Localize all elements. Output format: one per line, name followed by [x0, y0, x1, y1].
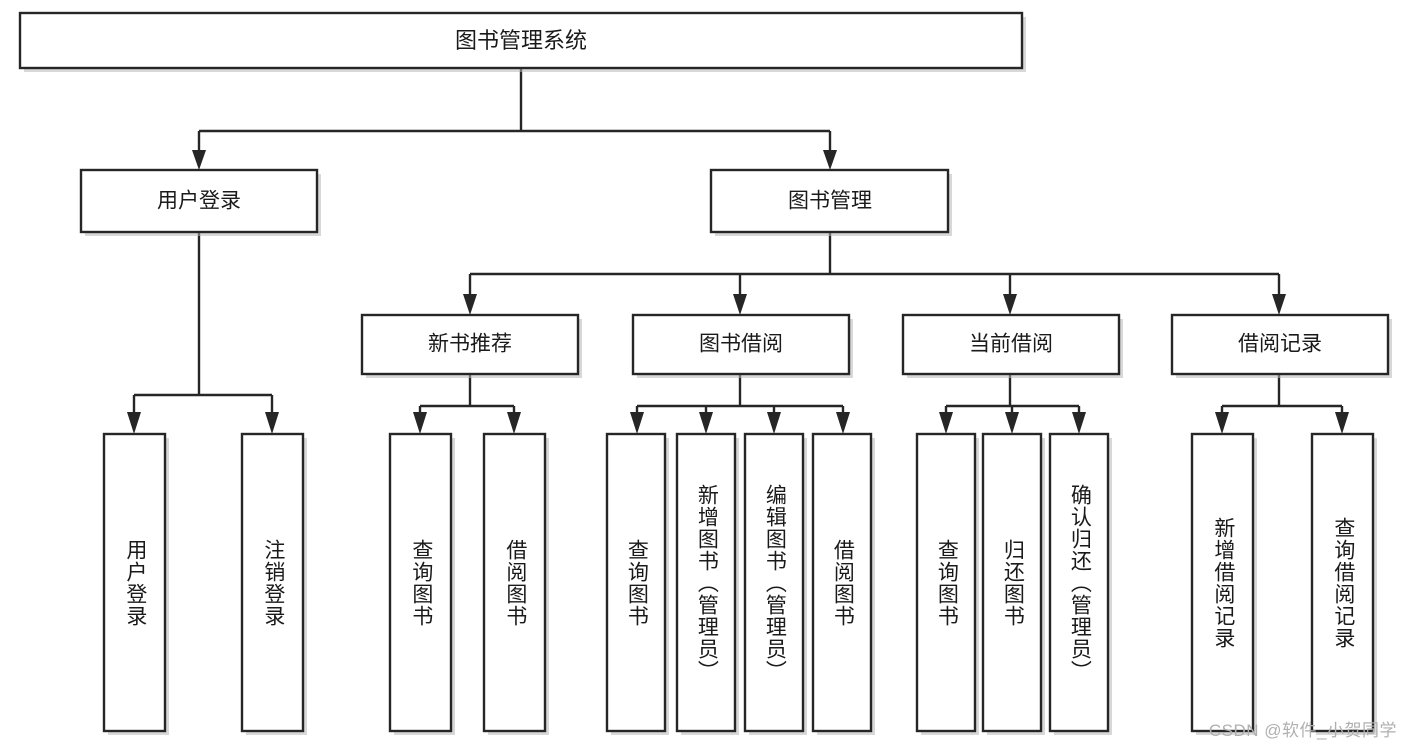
node-book-manage[interactable]: 图书管理: [709, 168, 952, 236]
arrow-to-leaf-return-book: [1005, 412, 1019, 434]
node-borrow-record-label: 借阅记录: [1238, 333, 1322, 356]
node-leaf-edit-book[interactable]: [743, 432, 807, 735]
arrow-to-leaf-add-book: [699, 412, 713, 434]
node-root[interactable]: 图书管理系统: [18, 11, 1026, 72]
node-leaf-borrow-book-1[interactable]: [482, 432, 549, 735]
node-leaf-query-book-1[interactable]: [388, 432, 455, 735]
csdn-watermark: CSDN @软件_小贺同学: [1208, 721, 1397, 740]
node-leaf-query-record[interactable]: [1310, 432, 1377, 735]
connector-group-book-borrow: [630, 374, 850, 434]
node-user-login[interactable]: 用户登录: [79, 168, 321, 236]
node-book-manage-label: 图书管理: [788, 190, 872, 213]
connector-group-user-login: [127, 232, 279, 434]
arrow-to-leaf-query-record: [1335, 412, 1349, 434]
node-leaf-borrow-book-2[interactable]: [811, 432, 875, 735]
arrow-to-book-borrow: [733, 294, 747, 315]
arrow-to-user-login: [192, 150, 206, 170]
node-root-label: 图书管理系统: [455, 28, 587, 53]
arrow-to-leaf-query-book-3: [939, 412, 953, 434]
connector-group-borrow-record: [1215, 374, 1349, 434]
node-borrow-record[interactable]: 借阅记录: [1170, 313, 1392, 378]
connector-group-book-manage: [463, 232, 1286, 315]
arrow-to-leaf-query-book-2: [630, 412, 644, 434]
node-leaf-user-login[interactable]: [102, 432, 169, 735]
arrow-to-leaf-add-record: [1215, 412, 1229, 434]
node-book-borrow-label: 图书借阅: [699, 333, 783, 356]
node-leaf-query-book-2[interactable]: [605, 432, 669, 735]
node-current-borrow-label: 当前借阅: [969, 333, 1053, 356]
arrow-to-leaf-confirm-return: [1072, 412, 1086, 434]
node-user-login-label: 用户登录: [157, 190, 241, 213]
node-leaf-query-book-3[interactable]: [915, 432, 979, 735]
arrow-to-leaf-user-login: [127, 412, 141, 434]
arrow-to-leaf-borrow-book-1: [507, 412, 521, 434]
arrow-to-leaf-query-book-1: [413, 412, 427, 434]
arrow-to-book-manage: [823, 150, 837, 170]
node-current-borrow[interactable]: 当前借阅: [901, 313, 1123, 378]
connector-group-current-borrow: [939, 374, 1086, 434]
arrow-to-new-book-rec: [463, 294, 477, 315]
node-leaf-logout[interactable]: [240, 432, 307, 735]
node-leaf-return-book[interactable]: [981, 432, 1045, 735]
node-book-borrow[interactable]: 图书借阅: [631, 313, 853, 378]
arrow-to-leaf-borrow-book-2: [836, 412, 850, 434]
connector-group-root: [192, 68, 837, 170]
arrow-to-borrow-record: [1272, 294, 1286, 315]
arrow-to-current-borrow: [1003, 294, 1017, 315]
node-leaf-add-book[interactable]: [675, 432, 739, 735]
node-new-book-rec-label: 新书推荐: [428, 333, 512, 356]
node-leaf-add-record[interactable]: [1190, 432, 1257, 735]
connector-group-new-book-rec: [413, 374, 521, 434]
arrow-to-leaf-logout: [265, 412, 279, 434]
node-new-book-rec[interactable]: 新书推荐: [360, 313, 582, 378]
node-leaf-confirm-return[interactable]: [1048, 432, 1112, 735]
arrow-to-leaf-edit-book: [767, 412, 781, 434]
